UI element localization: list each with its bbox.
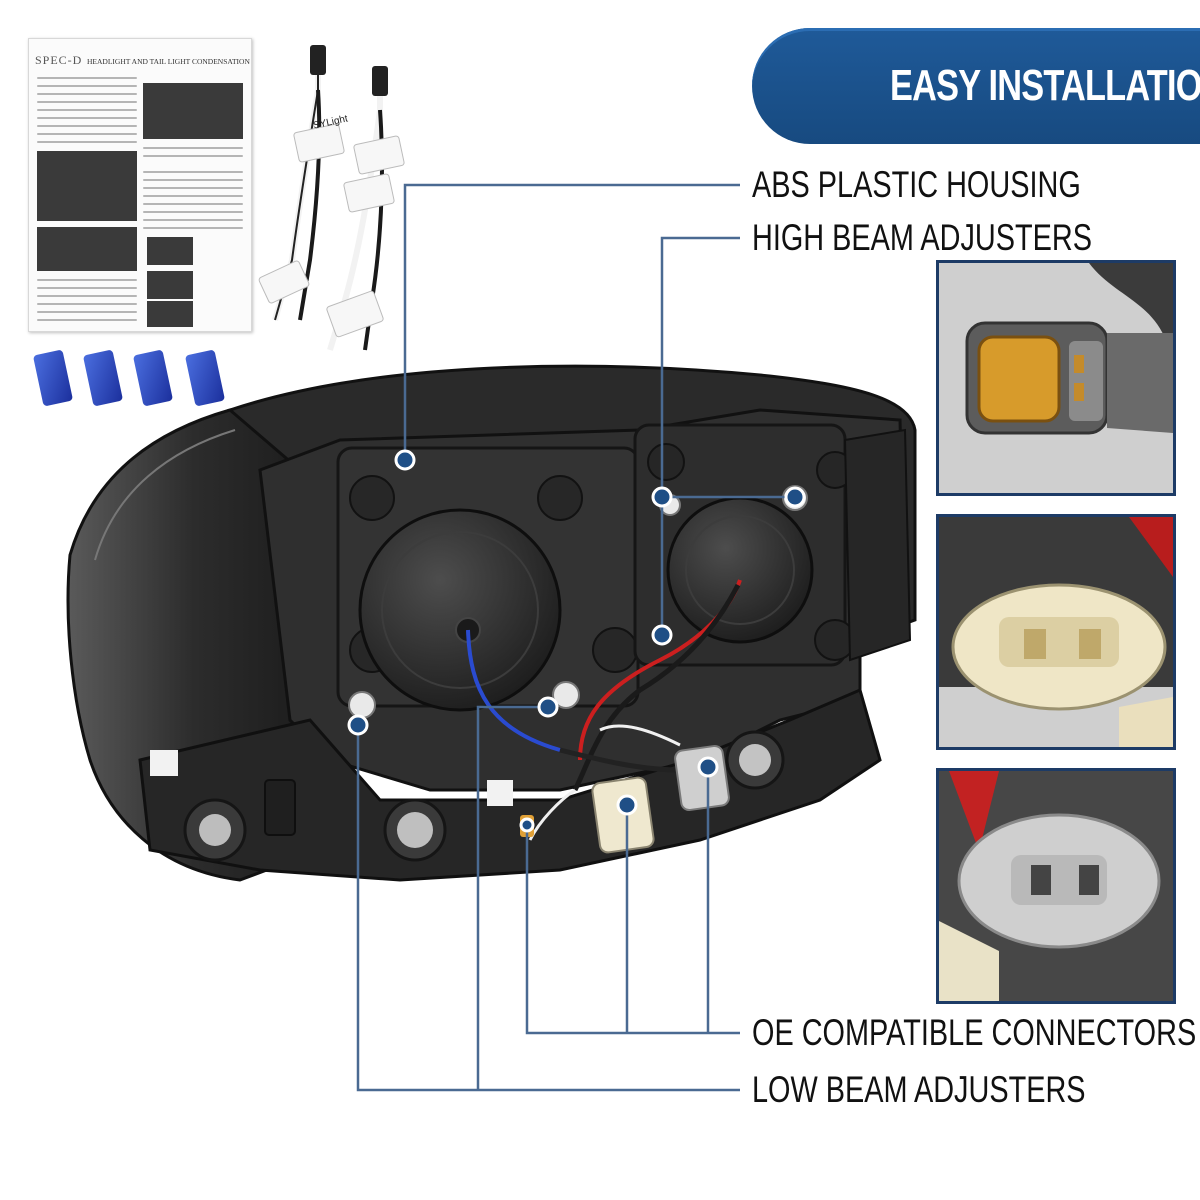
detail-photo-connector-2 [936,514,1176,750]
sheet-photo [37,227,137,271]
banner-title: EASY INSTALLATION [890,61,1200,110]
wire-taps [33,350,225,406]
low-beam-cap [358,508,562,712]
low-beam-adjuster-right [552,681,580,709]
callout-dots [347,449,806,833]
banner [752,28,1200,144]
detail-photo-connector-1 [936,260,1176,496]
sheet-photo [147,271,193,299]
label-oe-connectors: OE COMPATIBLE CONNECTORS [752,1012,1197,1053]
label-high-beam-adjusters: HIGH BEAM ADJUSTERS [752,217,1092,258]
connector-detail-graphic [939,517,1173,747]
sheet-title: HEADLIGHT AND TAIL LIGHT CONDENSATION [87,57,250,66]
high-beam-cap [666,496,814,644]
connector-detail-graphic [939,263,1173,493]
sheet-photo [143,83,243,139]
sheet-logo: SPEC-D [35,53,83,67]
connector-low [591,776,655,854]
instruction-sheet: SPEC-D HEADLIGHT AND TAIL LIGHT CONDENSA… [28,38,252,332]
connector-detail-graphic [939,771,1173,1001]
connector-high [674,744,730,812]
detail-photo-connector-3 [936,768,1176,1004]
sheet-photo [37,151,137,221]
sheet-photo [147,301,193,327]
sheet-photo [147,237,193,265]
low-beam-adjuster-left [348,691,376,719]
label-abs-housing: ABS PLASTIC HOUSING [752,164,1081,205]
callout-lines [356,183,795,1092]
label-low-beam-adjusters: LOW BEAM ADJUSTERS [752,1069,1086,1110]
